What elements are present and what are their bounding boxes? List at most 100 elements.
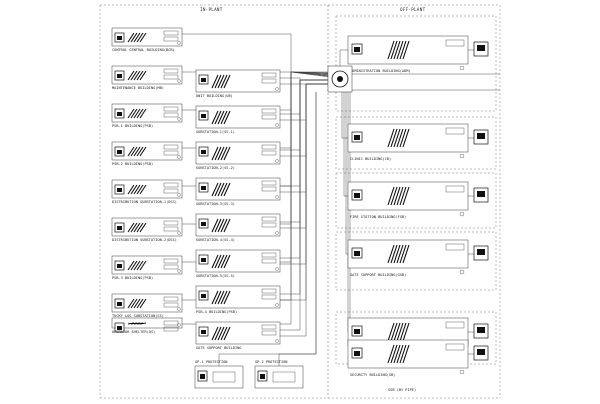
equipment-frame <box>195 105 281 129</box>
device-box <box>212 371 236 383</box>
hub-core-icon <box>337 76 343 82</box>
terminal-screen-icon <box>201 330 206 334</box>
workstation-screen-icon <box>477 349 485 355</box>
hatch-mark <box>223 74 231 89</box>
port-icon <box>177 269 181 273</box>
hatch-mark <box>399 128 407 148</box>
hatch-mark <box>396 344 404 364</box>
device-box <box>163 182 179 188</box>
device-box <box>261 150 277 156</box>
terminal-screen-icon <box>260 374 265 379</box>
off-plant-label: OFF-PLANT <box>400 7 426 12</box>
hatch-mark <box>136 146 144 157</box>
offplant-label: ADMINISTRATION BUILDING(ADM) <box>350 69 411 73</box>
hatch-mark <box>133 146 141 157</box>
hatch-mark <box>133 32 141 43</box>
hatch-mark <box>130 108 138 119</box>
terminal-screen-icon <box>201 186 206 190</box>
cable-line <box>280 83 328 337</box>
hatch-mark <box>130 222 138 233</box>
footer-label: GSB (BY PIPE) <box>388 388 416 392</box>
hatch-mark <box>396 128 404 148</box>
hatch-mark <box>390 322 398 342</box>
hatch-mark <box>130 32 138 43</box>
device-box <box>261 330 277 336</box>
hatch-mark <box>133 298 141 309</box>
device-box <box>261 108 277 114</box>
hatch-mark <box>399 40 407 60</box>
cable-line <box>280 79 328 115</box>
building-label: DISTRIBUTION SUBSTATION-2(DSS) <box>112 238 177 242</box>
hatch-mark <box>211 146 219 161</box>
device-box <box>445 39 465 47</box>
workstation-screen-icon <box>477 133 485 139</box>
hatch-mark <box>223 146 231 161</box>
equipment-frame <box>111 255 183 275</box>
zone-fire-station <box>335 172 497 229</box>
hatch-mark <box>223 218 231 233</box>
device-box <box>163 226 179 232</box>
hatch-mark <box>223 254 231 269</box>
node-frame <box>347 239 469 269</box>
offplant-node: FIRE STATION BUILDING(FSB) <box>347 181 489 219</box>
hatch-mark <box>217 74 225 89</box>
hatch-mark <box>396 40 404 60</box>
equipment-frame <box>111 141 183 161</box>
hatch-mark <box>390 244 398 264</box>
terminal-screen-icon <box>201 222 206 226</box>
equipment-node: MAINTENANCE BUILDING(MB) <box>111 65 183 90</box>
equipment-frame <box>195 69 281 93</box>
station-label: GP-2 PROTECTION <box>255 360 287 364</box>
hatch-mark <box>139 260 147 271</box>
terminal-screen-icon <box>117 150 122 154</box>
terminal-screen-icon <box>354 251 360 256</box>
terminal-screen-icon <box>117 36 122 40</box>
hatch-mark <box>139 298 147 309</box>
device-box <box>445 127 465 135</box>
hatch-mark <box>133 222 141 233</box>
port-icon <box>459 269 465 275</box>
equipment-frame <box>111 27 183 47</box>
hatch-mark <box>217 218 225 233</box>
terminal-screen-icon <box>201 258 206 262</box>
equipment-frame <box>111 103 183 123</box>
hatch-mark <box>396 186 404 206</box>
equipment-node: DISTRIBUTION SUBSTATION-2(DSS) <box>111 217 183 242</box>
equipment-frame <box>111 217 183 237</box>
hatch-mark <box>211 326 219 341</box>
building-label: PSB-3 BUILDING(PSB) <box>112 276 153 280</box>
workstation-screen-icon <box>477 45 485 51</box>
terminal-screen-icon <box>117 302 122 306</box>
hatch-mark <box>130 146 138 157</box>
terminal-screen-icon <box>200 374 205 379</box>
hatch-mark <box>139 184 147 195</box>
hatch-mark <box>217 290 225 305</box>
equipment-node: OPERATOR SHELTER(OS) <box>111 317 183 334</box>
equipment-node: PSB-1 BUILDING(PSB) <box>111 103 183 128</box>
hatch-mark <box>402 322 410 342</box>
terminal-screen-icon <box>117 264 122 268</box>
building-label: SUBSTATION-2(SS-2) <box>196 166 235 170</box>
hatch-mark <box>223 182 231 197</box>
hatch-mark <box>127 32 135 43</box>
cable-line <box>280 83 328 193</box>
device-box <box>261 144 277 150</box>
hatch-mark <box>214 218 222 233</box>
protection-station: GP-2 PROTECTION <box>254 360 304 389</box>
port-icon <box>459 211 465 217</box>
in-plant-label: IN-PLANT <box>200 7 223 12</box>
port-icon <box>177 323 181 327</box>
hatch-mark <box>127 260 135 271</box>
hatch-mark <box>130 70 138 81</box>
port-icon <box>275 195 279 199</box>
cable-line <box>280 79 328 223</box>
hatch-mark <box>402 344 410 364</box>
building-label: UNIT BUILDING(UB) <box>196 94 233 98</box>
port-icon <box>459 153 465 159</box>
hatch-mark <box>396 322 404 342</box>
port-icon <box>177 117 181 121</box>
cable-line <box>280 79 328 151</box>
port-icon <box>177 79 181 83</box>
hatch-mark <box>136 184 144 195</box>
